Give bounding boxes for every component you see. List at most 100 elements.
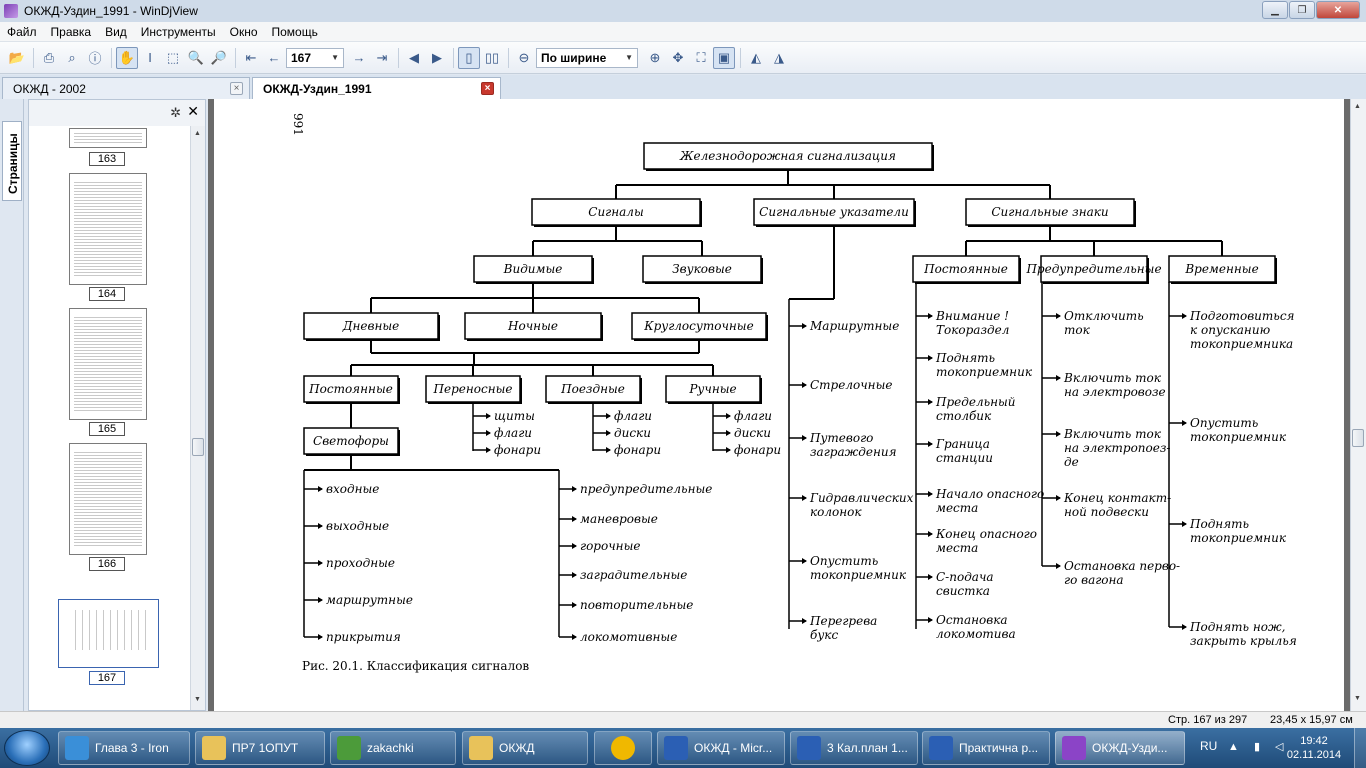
page-thumbnail[interactable]: [69, 128, 147, 148]
tab-okzhd-uzdin-1991[interactable]: ОКЖД-Уздин_1991 ×: [252, 77, 501, 99]
sign-label: места: [936, 501, 978, 515]
sign-label: Остановка: [936, 613, 1008, 627]
show-desktop-button[interactable]: [1354, 728, 1366, 768]
menu-file[interactable]: Файл: [7, 24, 37, 39]
print-icon[interactable]: ⎙: [43, 49, 55, 65]
tab-okzhd-2002[interactable]: ОКЖД - 2002 ×: [2, 77, 250, 99]
sign-label: Внимание !: [935, 309, 1009, 323]
page-thumbnail[interactable]: [69, 308, 147, 420]
zoom-out-icon[interactable]: ⊖: [518, 49, 530, 65]
info-icon[interactable]: ⓘ: [88, 51, 102, 66]
scroll-up-icon[interactable]: ▲: [194, 130, 201, 137]
menu-edit[interactable]: Правка: [50, 24, 92, 39]
close-tab-icon[interactable]: ×: [230, 82, 243, 95]
taskbar-item[interactable]: Глава 3 - Iron: [58, 731, 190, 765]
sign-label: столбик: [936, 409, 992, 423]
sound-box: Звуковые: [672, 262, 732, 276]
fit-page-icon[interactable]: ✥: [672, 49, 684, 65]
arrow-head: [928, 531, 933, 537]
figure-caption: Рис. 20.1. Классификация сигналов: [302, 659, 529, 673]
tray-icons[interactable]: ▲ ▮ ◁: [1228, 741, 1290, 753]
menu-help[interactable]: Помощь: [271, 24, 318, 39]
taskbar-item[interactable]: Практична р...: [922, 731, 1050, 765]
taskbar-item[interactable]: ОКЖД: [462, 731, 588, 765]
status-bar: Стр. 167 из 297 23,45 x 15,97 см: [0, 711, 1366, 728]
scrollbar-thumb[interactable]: [192, 438, 204, 456]
tab-label: ОКЖД - 2002: [13, 81, 86, 96]
zoom-out-tool-icon[interactable]: 🔎: [210, 49, 228, 65]
zoom-in-icon[interactable]: ⊕: [649, 49, 661, 65]
clock-date: 02.11.2014: [1286, 749, 1342, 761]
taskbar-item[interactable]: [594, 731, 652, 765]
thumbnail-scrollbar[interactable]: ▲ ▼: [190, 126, 205, 710]
page-thumbnail[interactable]: [69, 443, 147, 555]
taskbar-item[interactable]: ОКЖД - Micr...: [657, 731, 785, 765]
fit-width-icon[interactable]: ▣: [713, 46, 735, 69]
zoom-in-tool-icon[interactable]: 🔍: [187, 49, 205, 65]
clock[interactable]: 19:42 02.11.2014: [1284, 734, 1344, 762]
small-item-label: фонари: [494, 443, 541, 457]
zoom-combo[interactable]: По ширине ▼: [536, 47, 638, 68]
menu-window[interactable]: Окно: [229, 24, 258, 39]
rotate-left-icon[interactable]: ◭: [751, 49, 761, 65]
close-tab-icon[interactable]: ×: [481, 82, 494, 95]
gear-icon[interactable]: ✲: [170, 105, 181, 120]
two-page-icon[interactable]: ▯▯: [484, 49, 500, 65]
indicator-label: Стрелочные: [810, 378, 892, 392]
taskbar-item-label: ОКЖД - Micr...: [694, 741, 773, 755]
hand-tool-icon[interactable]: ✋: [116, 46, 138, 69]
close-button[interactable]: ✕: [1316, 1, 1360, 19]
traffic-light-type: входные: [326, 482, 379, 496]
open-folder-icon[interactable]: 📂: [8, 49, 26, 65]
prev-page-icon[interactable]: ←: [267, 50, 281, 65]
language-indicator[interactable]: RU: [1200, 739, 1218, 753]
diagram-box: [1040, 255, 1148, 283]
page-thumbnail-selected[interactable]: [58, 599, 159, 668]
arrow-head: [802, 495, 807, 501]
pages-panel-tab[interactable]: Страницы: [2, 121, 22, 201]
taskbar-item-label: 3 Кал.план 1...: [827, 741, 908, 755]
sign-label: к опусканию: [1190, 323, 1271, 337]
menu-tools[interactable]: Инструменты: [140, 24, 216, 39]
maximize-button[interactable]: ❐: [1289, 1, 1315, 19]
rect-select-icon[interactable]: ⬚: [166, 49, 180, 65]
scroll-up-icon[interactable]: ▲: [1354, 103, 1361, 110]
document-scrollbar[interactable]: ▲ ▼: [1350, 99, 1366, 711]
scroll-down-icon[interactable]: ▼: [1354, 695, 1361, 702]
find-icon[interactable]: ⌕: [68, 49, 76, 65]
first-page-icon[interactable]: ⇤: [245, 49, 257, 65]
start-button[interactable]: [4, 730, 50, 766]
close-icon[interactable]: ✕: [187, 103, 199, 119]
taskbar-item[interactable]: ОКЖД-Узди...: [1055, 731, 1185, 765]
last-page-icon[interactable]: ⇥: [376, 49, 388, 65]
page-thumbnail[interactable]: [69, 173, 147, 285]
taskbar-item[interactable]: ПР7 1ОПУТ: [195, 731, 325, 765]
single-page-icon[interactable]: ▯: [458, 46, 480, 69]
diagram-box: [425, 375, 521, 403]
taskbar-item[interactable]: zakachki: [330, 731, 456, 765]
diagram-box: [912, 255, 1020, 283]
app-icon: [337, 736, 361, 760]
menu-view[interactable]: Вид: [105, 24, 127, 39]
window-title: ОКЖД-Уздин_1991 - WinDjView: [24, 4, 198, 18]
next-page-icon[interactable]: →: [352, 50, 366, 65]
taskbar-item[interactable]: 3 Кал.план 1...: [790, 731, 918, 765]
arrow-head: [1056, 563, 1061, 569]
sign-label: места: [936, 541, 978, 555]
page-number-value: 167: [291, 50, 312, 65]
back-icon[interactable]: ◀: [409, 49, 419, 65]
taskbar-item-label: Практична р...: [959, 741, 1039, 755]
minimize-button[interactable]: ▁: [1262, 1, 1288, 19]
pages-panel-label: Страницы: [6, 133, 20, 194]
app-icon: [1062, 736, 1086, 760]
scroll-down-icon[interactable]: ▼: [194, 696, 201, 703]
actual-size-icon[interactable]: ⛶: [696, 49, 706, 65]
diagram-box: [965, 198, 1135, 226]
page-number-combo[interactable]: 167 ▼: [286, 47, 344, 68]
text-select-icon[interactable]: I: [148, 50, 152, 65]
forward-icon[interactable]: ▶: [432, 49, 442, 65]
scrollbar-thumb[interactable]: [1352, 429, 1364, 447]
rotate-right-icon[interactable]: ◮: [774, 49, 784, 65]
arrow-head: [928, 399, 933, 405]
